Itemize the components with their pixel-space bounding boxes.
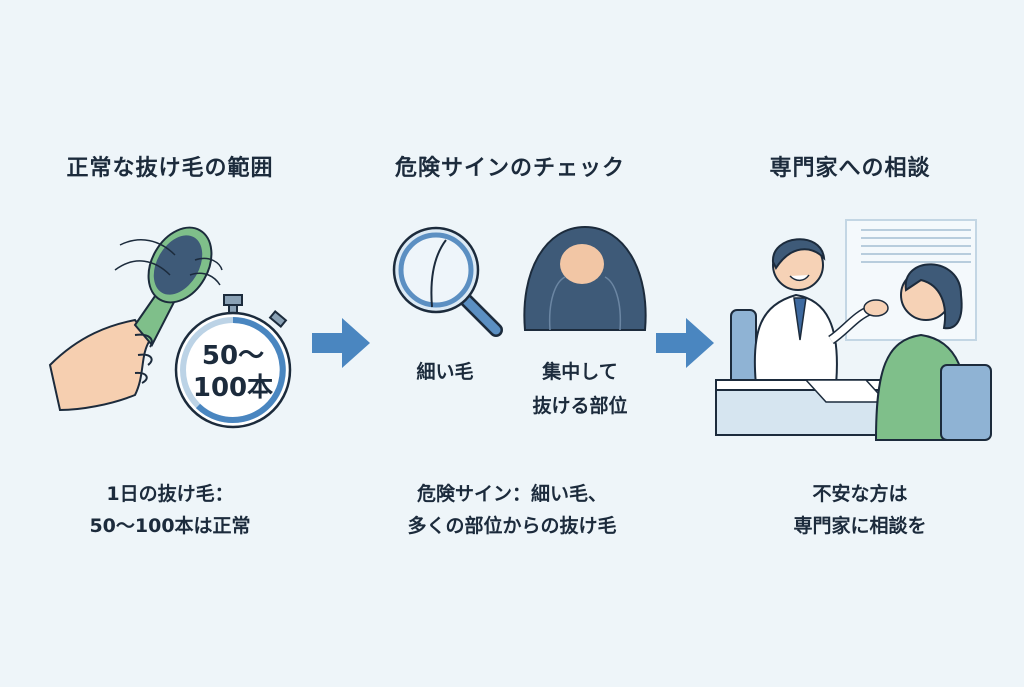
badge-count-line1: 50〜: [201, 341, 265, 371]
hairbrush-hand-icon: [48, 226, 223, 412]
caption-line: 多くの部位からの抜け毛: [407, 515, 617, 537]
caption-line: 不安な方は: [812, 483, 908, 505]
label-line: 集中して: [542, 361, 618, 383]
label-line: 抜ける部位: [532, 395, 628, 417]
section-caption-consult: 不安な方は 専門家に相談を: [700, 478, 1020, 542]
caption-line: 50〜100本は正常: [89, 515, 251, 537]
arrow-right-icon: [312, 318, 370, 368]
label-thin-hair: 細い毛: [416, 361, 474, 383]
doctor-consultation-illustration: [715, 219, 992, 441]
stopwatch-icon: [174, 294, 292, 429]
thinning-head-icon: [523, 225, 647, 331]
caption-line: 専門家に相談を: [793, 515, 927, 537]
badge-count-line2: 100本: [192, 373, 274, 403]
caption-line: 1日の抜け毛：: [106, 483, 234, 505]
section-title-consult: 専門家への相談: [769, 156, 931, 181]
label-concentrated-area: 集中して 抜ける部位: [525, 355, 635, 423]
caption-line: 危険サイン：細い毛、: [416, 483, 607, 505]
section-title-normal: 正常な抜け毛の範囲: [66, 156, 274, 181]
section-caption-normal: 1日の抜け毛： 50〜100本は正常: [10, 478, 330, 542]
section-title-danger: 危険サインのチェック: [394, 156, 625, 181]
section-caption-danger: 危険サイン：細い毛、 多くの部位からの抜け毛: [352, 478, 672, 542]
magnifier-icon: [392, 226, 503, 337]
arrow-right-icon: [656, 318, 714, 368]
